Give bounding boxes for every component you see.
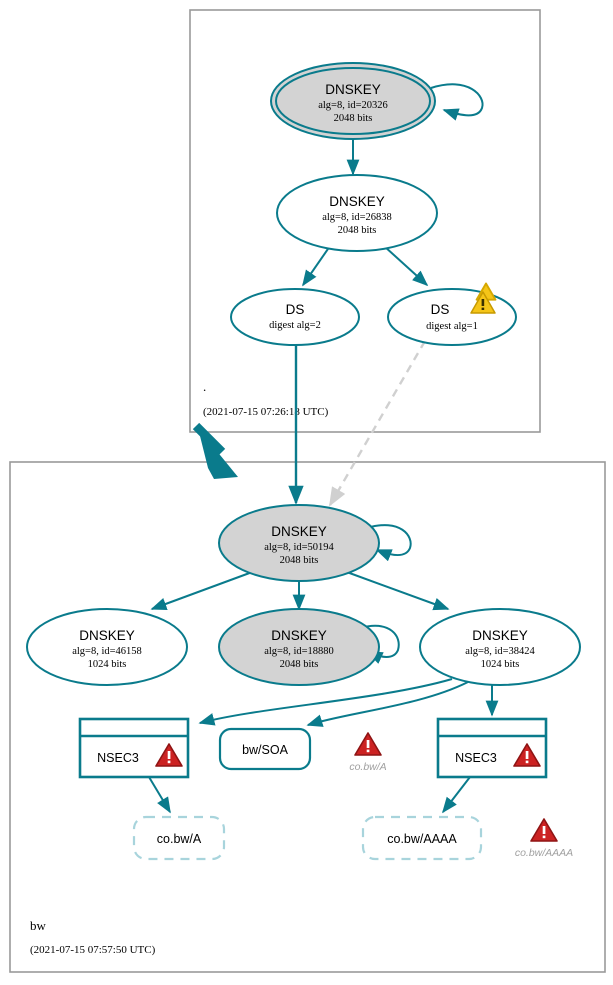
- edge-root-ksk-self: [430, 83, 484, 121]
- edge-bw-ksk-self: [366, 524, 412, 562]
- node-title: bw/SOA: [242, 743, 289, 757]
- node-dnskey-46158[interactable]: DNSKEY alg=8, id=46158 1024 bits: [26, 608, 188, 686]
- node-nsec3-left[interactable]: NSEC3: [78, 717, 190, 779]
- node-title: NSEC3: [97, 751, 139, 765]
- node-nsec3-right[interactable]: NSEC3: [436, 717, 548, 779]
- edge-38424-to-bw-soa: [306, 681, 469, 727]
- node-dnskey-26838[interactable]: DNSKEY alg=8, id=26838 2048 bits: [276, 174, 438, 252]
- edge-nsec3-left-to-cobw-a: [148, 776, 171, 814]
- node-keysize: 2048 bits: [280, 659, 319, 670]
- error-triangle-icon: [155, 743, 183, 767]
- zone-label-root: .: [203, 379, 206, 394]
- node-keyinfo: alg=8, id=50194: [264, 542, 334, 553]
- node-keysize: 1024 bits: [88, 659, 127, 670]
- node-keyinfo: alg=8, id=20326: [318, 100, 388, 111]
- node-keysize: 2048 bits: [334, 113, 373, 124]
- edge-root-zsk-to-ds2: [302, 245, 331, 287]
- error-label-cobw-a: co.bw/A: [349, 732, 387, 773]
- edge-zone-delegation: [192, 422, 238, 479]
- edge-bw-18880-self: [359, 624, 400, 664]
- node-bw-soa[interactable]: bw/SOA: [218, 727, 312, 771]
- node-keysize: 2048 bits: [280, 555, 319, 566]
- node-dnskey-38424[interactable]: DNSKEY alg=8, id=38424 1024 bits: [419, 608, 581, 686]
- node-title: DS: [286, 302, 305, 317]
- node-title: co.bw/AAAA: [387, 832, 457, 846]
- edge-38424-to-nsec3-left: [198, 678, 453, 726]
- node-title: DS: [431, 302, 450, 317]
- node-cobw-aaaa[interactable]: co.bw/AAAA: [361, 815, 483, 861]
- node-title: NSEC3: [455, 751, 497, 765]
- node-keysize: 2048 bits: [338, 225, 377, 236]
- edge-bw-ksk-to-38424: [343, 570, 450, 611]
- error-triangle-icon: [530, 818, 558, 842]
- node-cobw-a[interactable]: co.bw/A: [132, 815, 226, 861]
- zone-timestamp-root: (2021-07-15 07:26:18 UTC): [203, 406, 329, 418]
- node-digest-alg: digest alg=2: [269, 320, 321, 331]
- node-title: DNSKEY: [325, 82, 381, 97]
- zone-timestamp-bw: (2021-07-15 07:57:50 UTC): [30, 944, 156, 956]
- node-dnskey-18880[interactable]: DNSKEY alg=8, id=18880 2048 bits: [218, 608, 380, 686]
- node-ds-digest-alg-2[interactable]: DS digest alg=2: [230, 288, 360, 346]
- error-label-text: co.bw/A: [349, 761, 386, 773]
- node-dnskey-20326[interactable]: DNSKEY alg=8, id=20326 2048 bits: [270, 62, 436, 140]
- node-dnskey-50194[interactable]: DNSKEY alg=8, id=50194 2048 bits: [218, 504, 380, 582]
- error-triangle-icon: [354, 732, 382, 756]
- node-keyinfo: alg=8, id=26838: [322, 212, 392, 223]
- node-title: DNSKEY: [271, 524, 327, 539]
- error-triangle-icon: [513, 743, 541, 767]
- node-keysize: 1024 bits: [481, 659, 520, 670]
- node-title: DNSKEY: [79, 628, 135, 643]
- warning-triangle-icon: [470, 282, 497, 314]
- node-title: DNSKEY: [329, 194, 385, 209]
- edge-nsec3-right-to-cobw-aaaa: [442, 776, 471, 814]
- node-keyinfo: alg=8, id=46158: [72, 646, 142, 657]
- node-title: DNSKEY: [271, 628, 327, 643]
- node-keyinfo: alg=8, id=38424: [465, 646, 535, 657]
- node-keyinfo: alg=8, id=18880: [264, 646, 334, 657]
- node-title: DNSKEY: [472, 628, 528, 643]
- edge-bw-ksk-to-46158: [150, 570, 256, 611]
- error-label-text: co.bw/AAAA: [515, 847, 573, 859]
- error-label-cobw-aaaa: co.bw/AAAA: [515, 818, 573, 859]
- node-title: co.bw/A: [157, 832, 202, 846]
- zone-label-bw: bw: [30, 918, 47, 933]
- node-ds-digest-alg-1[interactable]: DS digest alg=1: [387, 282, 517, 346]
- edge-root-zsk-to-ds1: [383, 245, 429, 287]
- edge-ds1-to-bw-ksk: [328, 340, 427, 507]
- node-digest-alg: digest alg=1: [426, 321, 478, 332]
